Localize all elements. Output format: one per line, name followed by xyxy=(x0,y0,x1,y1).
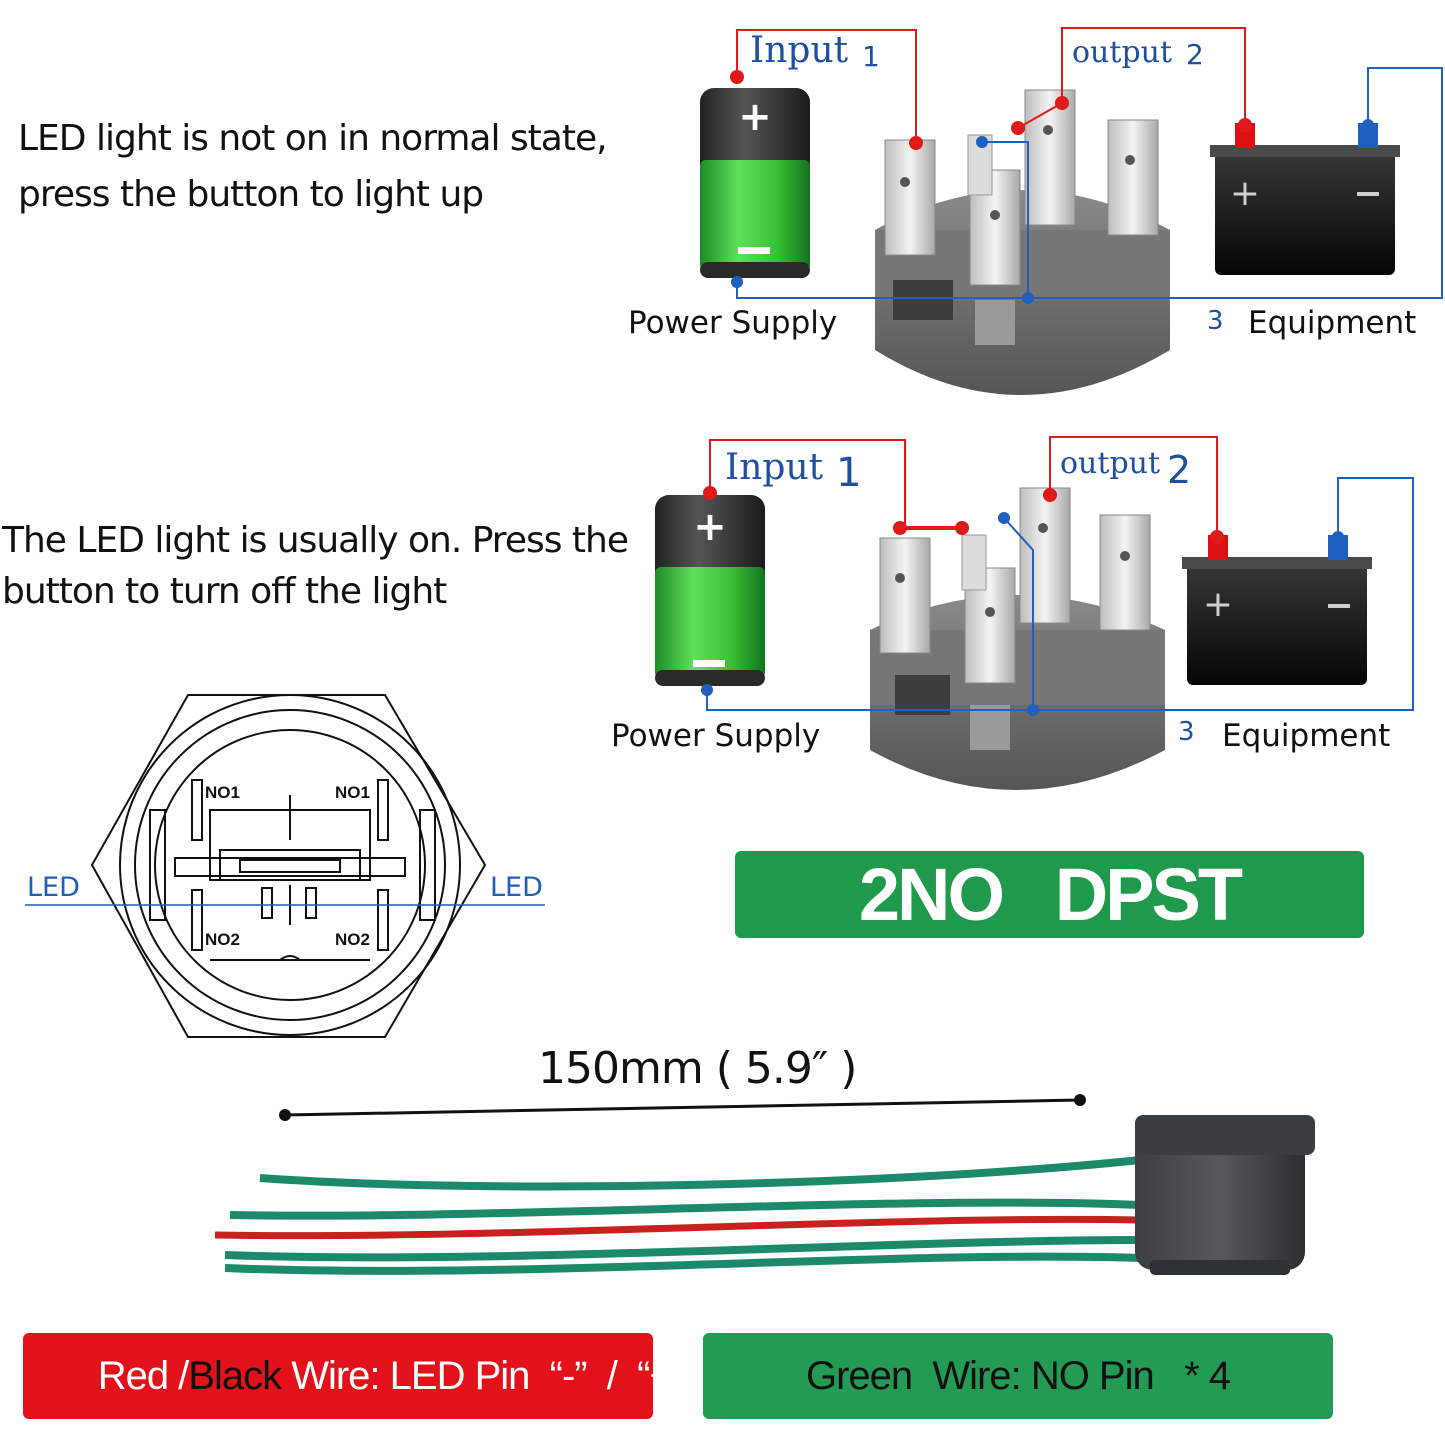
led-wire-legend: Red /Black Wire: LED Pin “-” / “+” xyxy=(23,1333,685,1419)
equipment-battery-icon: + xyxy=(1210,123,1400,275)
equipment-label-2: Equipment xyxy=(1222,718,1391,754)
no-wire-legend: Green Wire: NO Pin * 4 xyxy=(703,1333,1333,1419)
svg-text:+: + xyxy=(738,94,772,140)
input-pin-number: 1 xyxy=(862,40,880,73)
svg-text:+: + xyxy=(693,504,727,550)
input-label: Input xyxy=(750,30,849,71)
pin-no1-right: NO1 xyxy=(335,783,370,802)
power-supply-battery-icon-2: + xyxy=(655,486,765,696)
description-normally-off-line2: press the button to light up xyxy=(18,174,484,215)
pin-no2-left: NO2 xyxy=(205,930,240,949)
description-normally-on-line1: The LED light is usually on. Press the xyxy=(2,520,629,561)
power-supply-label: Power Supply xyxy=(628,305,838,341)
pin3-number: 3 xyxy=(1207,306,1224,336)
pin-no2-right: NO2 xyxy=(335,930,370,949)
switch-terminals xyxy=(884,89,1159,286)
equipment-battery-icon-2: + xyxy=(1182,535,1372,685)
legend-black-text: Black xyxy=(188,1353,282,1398)
switch-type-badge: 2NO DPST xyxy=(735,851,1364,938)
svg-text:+: + xyxy=(1203,584,1233,625)
power-supply-label-2: Power Supply xyxy=(611,718,821,754)
wire-length-label: 150mm ( 5.9″ ) xyxy=(538,1043,857,1094)
output-pin-number: 2 xyxy=(1186,38,1204,71)
input-label-2: Input xyxy=(725,447,824,488)
pin-no1-left: NO1 xyxy=(205,783,240,802)
wiring-diagram-normally-on: + xyxy=(655,436,1414,790)
power-supply-battery-icon: + xyxy=(700,70,810,288)
svg-text:+: + xyxy=(1230,173,1260,214)
legend-red-text: Red / xyxy=(97,1353,190,1398)
switch-terminals-2 xyxy=(879,487,1151,684)
output-label: output xyxy=(1072,35,1173,70)
equipment-label: Equipment xyxy=(1248,305,1417,341)
legend-led-pin-text: Wire: LED Pin “-” / “+” xyxy=(281,1353,685,1398)
pin-led-right: LED xyxy=(490,872,543,903)
wiring-diagram-normally-off: + xyxy=(700,27,1443,395)
input-pin-number-2: 1 xyxy=(836,450,862,496)
pin3-number-2: 3 xyxy=(1178,717,1195,747)
output-label-2: output xyxy=(1060,446,1161,481)
pin-led-left: LED xyxy=(27,872,80,903)
output-pin-number-2: 2 xyxy=(1167,448,1192,492)
pinout-diagram xyxy=(25,694,545,1038)
description-normally-on-line2: button to turn off the light xyxy=(2,571,447,612)
legend-green-text: Green Wire: NO Pin * 4 xyxy=(805,1353,1231,1398)
wire-harness xyxy=(214,1094,1315,1275)
switch-type-text: 2NO DPST xyxy=(858,853,1243,936)
description-normally-off-line1: LED light is not on in normal state, xyxy=(18,118,608,159)
